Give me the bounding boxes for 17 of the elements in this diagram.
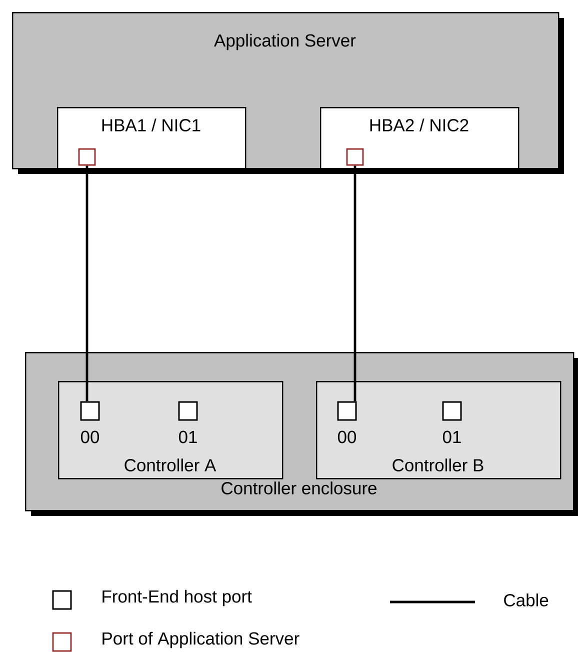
port-number: 00 bbox=[338, 430, 356, 444]
port-number: 01 bbox=[178, 430, 197, 444]
adapter-box: HBA1 / NIC1 bbox=[57, 107, 246, 170]
port-number: 01 bbox=[442, 430, 461, 444]
port-square bbox=[442, 401, 462, 421]
legend-text: Cable bbox=[504, 594, 548, 606]
port-square bbox=[80, 401, 100, 421]
legend-text: Port of Application Server bbox=[102, 632, 300, 648]
legend-text: Front-End host port bbox=[102, 590, 252, 606]
cable-line bbox=[354, 166, 356, 402]
port-square bbox=[178, 401, 198, 421]
cable-line bbox=[86, 166, 88, 402]
adapter-box: HBA2 / NIC2 bbox=[320, 107, 520, 170]
port-square bbox=[337, 401, 357, 421]
port-square bbox=[346, 148, 364, 166]
port-number: 00 bbox=[80, 430, 100, 444]
port-square bbox=[78, 148, 96, 166]
